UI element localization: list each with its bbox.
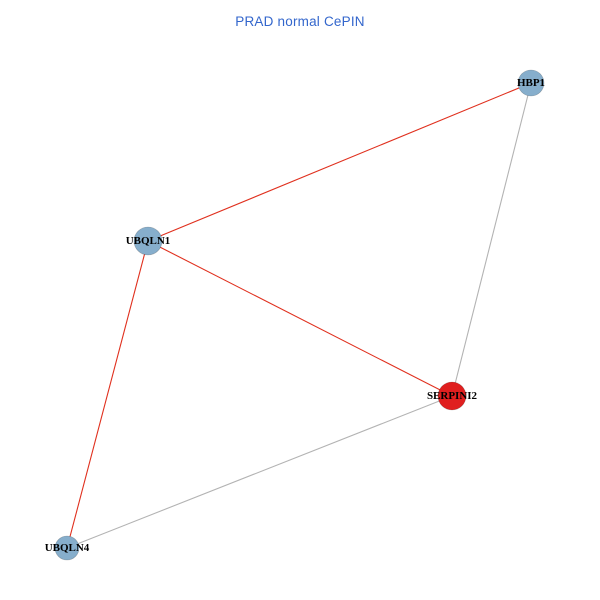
node-label-SERPINI2: SERPINI2 (427, 390, 478, 402)
node-UBQLN4 (54, 535, 80, 561)
node-label-UBQLN1: UBQLN1 (126, 235, 171, 247)
node-UBQLN1 (133, 226, 163, 256)
chart-title: PRAD normal CePIN (235, 14, 365, 29)
node-SERPINI2 (437, 381, 467, 411)
node-HBP1 (517, 69, 545, 97)
node-label-UBQLN4: UBQLN4 (45, 542, 90, 554)
edge-UBQLN1-UBQLN4 (66, 240, 149, 549)
node-label-HBP1: HBP1 (517, 77, 545, 89)
edge-UBQLN4-SERPINI2 (66, 395, 453, 549)
edge-HBP1-SERPINI2 (451, 82, 532, 397)
edge-UBQLN1-HBP1 (147, 82, 532, 242)
edge-UBQLN1-SERPINI2 (147, 240, 453, 397)
